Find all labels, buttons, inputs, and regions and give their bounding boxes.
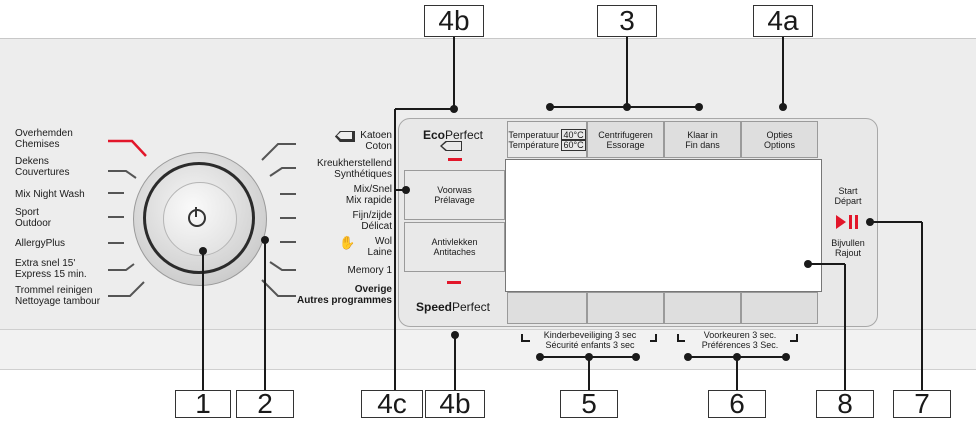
callout-2: 2 [236,390,294,418]
program-label-express: Extra snel 15'Express 15 min. [15,258,87,280]
display-screen [505,159,822,292]
bottom-button-4[interactable] [741,292,818,324]
callout-8: 8 [816,390,874,418]
ecoperfect-button[interactable]: EcoPerfect [422,128,484,142]
bottom-button-3[interactable] [664,292,741,324]
power-icon [188,207,206,227]
callout-4c: 4c [361,390,423,418]
start-pause-button[interactable] [834,213,864,231]
callout-6: 6 [708,390,766,418]
program-label-mix-night: Mix Night Wash [15,189,85,200]
dial-ring [143,162,255,274]
callout-4b-top: 4b [424,5,484,37]
play-pause-icon [836,215,858,229]
program-label-allergy: AllergyPlus [15,238,66,249]
callout-1: 1 [175,390,231,418]
cotton-tag-icon-inner [337,132,352,139]
ecoperfect-indicator [448,158,462,161]
callout-4a: 4a [753,5,813,37]
callout-5: 5 [560,390,618,418]
program-label-memory: Memory 1 [347,265,392,276]
wool-handwash-icon: ✋ [339,235,356,250]
temperature-button[interactable]: Temperatuur 40°C Température 60°C [507,121,587,158]
preferences-hint: Voorkeuren 3 sec.Préférences 3 Sec. [701,330,779,350]
callout-4b-bottom: 4b [425,390,485,418]
speedperfect-button[interactable]: SpeedPerfect [415,300,491,314]
bottom-button-2[interactable] [587,292,664,324]
ecoperfect-tag-icon-inner [442,142,461,150]
bottom-button-1[interactable] [507,292,587,324]
callout-7: 7 [893,390,951,418]
callout-3: 3 [597,5,657,37]
speedperfect-indicator [447,281,461,284]
